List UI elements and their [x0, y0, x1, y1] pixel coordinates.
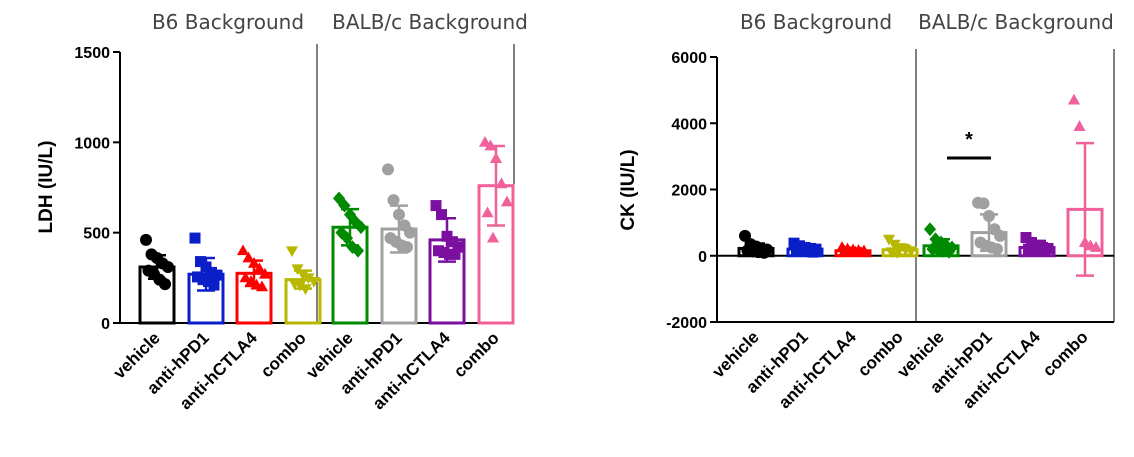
ck-y-axis-title: CK (IU/L) [618, 149, 639, 230]
ldh-y-tick-label: 1500 [74, 45, 110, 62]
data-point [351, 243, 365, 258]
x-category-label: combo [257, 328, 310, 381]
data-point [387, 194, 400, 207]
ck-y-tick-label: 2000 [671, 183, 707, 200]
ldh-y-tick-label: 500 [83, 226, 110, 243]
data-point [807, 246, 819, 258]
data-point [926, 242, 939, 256]
ldh-y-axis-title: LDH (IU/L) [36, 141, 57, 234]
significance-label: * [965, 129, 973, 151]
data-point [307, 277, 321, 288]
data-point [285, 246, 299, 258]
data-point [255, 280, 269, 292]
x-category-label: combo [1039, 327, 1092, 380]
data-point [489, 152, 503, 163]
data-point [1073, 120, 1086, 131]
data-point [242, 251, 255, 263]
data-point [208, 279, 220, 291]
data-point [211, 269, 223, 281]
data-point [1067, 93, 1081, 105]
data-point [401, 241, 413, 254]
data-point [854, 246, 868, 257]
data-point [994, 229, 1006, 242]
data-point [758, 246, 770, 259]
data-point [338, 198, 351, 213]
ck-y-tick-label: 6000 [671, 50, 707, 67]
data-point [302, 273, 315, 285]
data-point [449, 248, 461, 260]
ldh-balbc-background-label: BALB/c Background [332, 10, 528, 34]
data-point [495, 177, 508, 189]
data-point [247, 257, 261, 268]
ldh-panel: B6 Background BALB/c Background LDH (IU/… [36, 10, 528, 233]
data-point [934, 235, 948, 250]
data-point [430, 200, 442, 212]
data-point [382, 163, 394, 176]
data-point [484, 139, 497, 151]
data-point [291, 264, 304, 276]
data-point [299, 284, 312, 295]
data-point [977, 197, 990, 210]
data-point [983, 210, 995, 222]
ck-y-tick-label: 0 [698, 249, 707, 266]
data-point [1089, 241, 1103, 252]
panel-1-marks: -20000200040006000vehicleanti-hPD1anti-h… [666, 49, 1115, 412]
data-point [486, 231, 500, 243]
x-category-label: combo [450, 328, 503, 381]
data-point [942, 244, 956, 259]
data-point [940, 238, 953, 253]
data-point [253, 262, 266, 274]
data-point [1039, 245, 1051, 257]
ldh-y-tick-label: 1000 [74, 135, 110, 152]
data-point [904, 246, 918, 258]
data-point [404, 226, 416, 239]
ldh-b6-background-label: B6 Background [152, 10, 304, 34]
data-point [354, 220, 368, 235]
data-point [890, 248, 904, 259]
ldh-y-tick-label: 0 [101, 316, 110, 333]
data-point [923, 222, 937, 237]
data-point [236, 244, 250, 256]
data-point [500, 195, 514, 207]
data-point [436, 209, 447, 221]
data-point [393, 208, 405, 221]
ck-y-tick-label: 4000 [671, 116, 707, 133]
data-point [140, 233, 152, 246]
data-point [481, 206, 494, 218]
panel-0-marks: 050010001500vehicleanti-hPD1anti-hCTLA4c… [74, 44, 515, 413]
data-point [929, 232, 942, 247]
data-point [162, 260, 174, 273]
data-point [340, 231, 354, 245]
data-point [937, 243, 950, 258]
data-point [991, 243, 1003, 256]
data-point [293, 280, 307, 292]
chart-marks: 050010001500vehicleanti-hPD1anti-hCTLA4c… [74, 44, 1115, 413]
ck-y-tick-label: -2000 [666, 315, 707, 332]
data-point [258, 267, 272, 279]
data-point [931, 242, 945, 257]
ck-balbc-background-label: BALB/c Background [918, 10, 1114, 34]
data-point [189, 232, 201, 244]
ck-panel: B6 Background BALB/c Background CK (IU/L… [618, 10, 1114, 231]
data-point [296, 269, 310, 281]
data-point [888, 239, 901, 251]
data-point [159, 278, 171, 291]
ck-b6-background-label: B6 Background [740, 10, 892, 34]
data-point [945, 240, 959, 255]
